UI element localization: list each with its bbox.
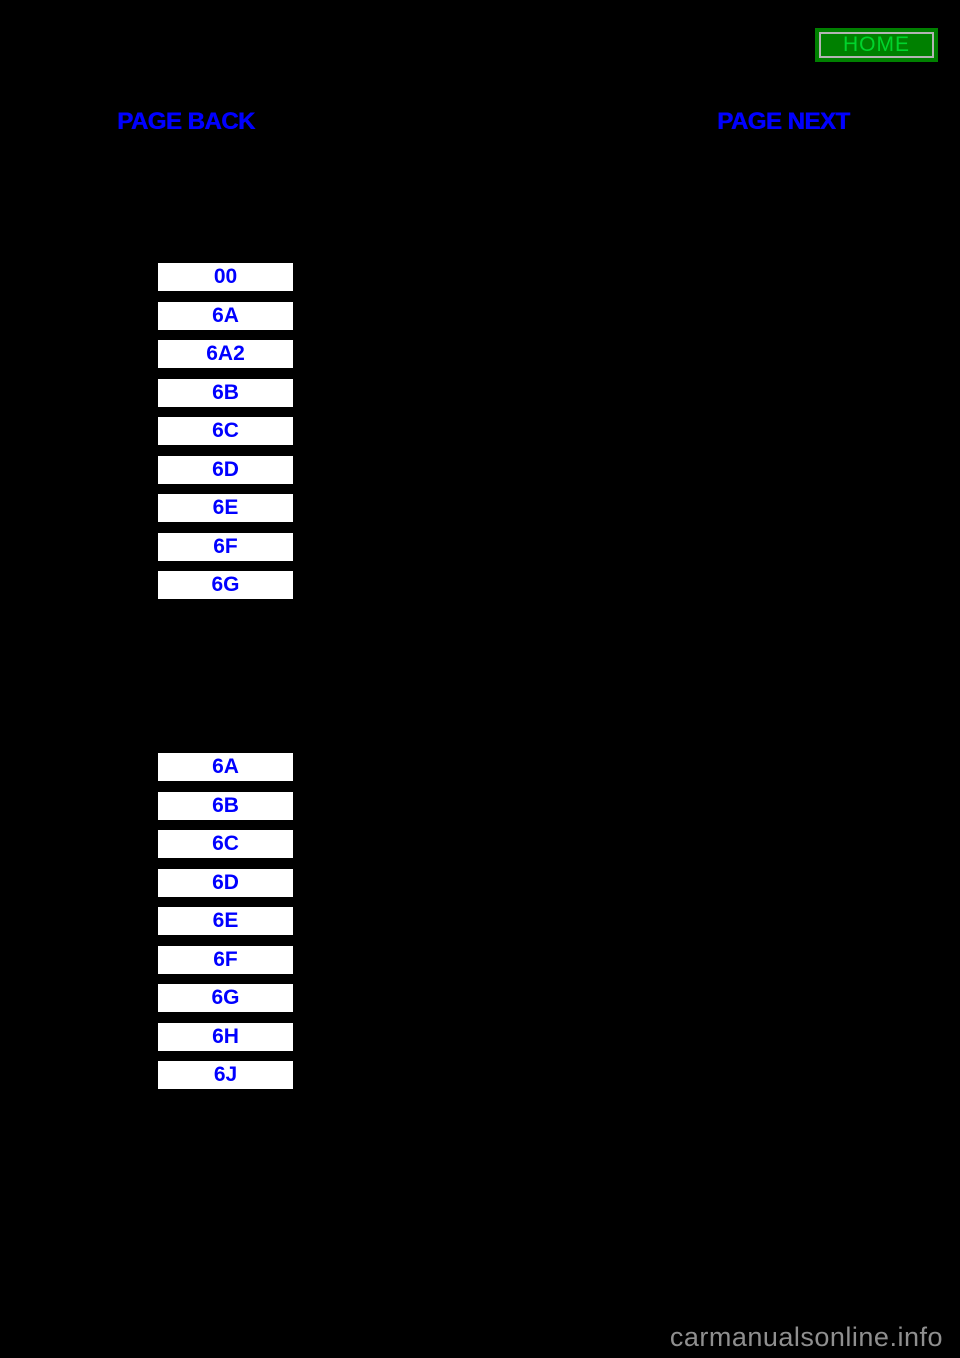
section-button-6d[interactable]: 6D <box>158 868 293 897</box>
section-button-6j[interactable]: 6J <box>158 1061 293 1089</box>
section-button-6f[interactable]: 6F <box>158 532 293 561</box>
section-button-label: 6G <box>211 986 240 1009</box>
section-button-6f[interactable]: 6F <box>158 945 293 974</box>
section-button-6c[interactable]: 6C <box>158 830 293 858</box>
section-button-6e[interactable]: 6E <box>158 494 293 522</box>
section-button-label: 6D <box>212 457 239 481</box>
home-button[interactable]: HOME <box>815 28 938 62</box>
section-group-1: 00 6A 6A2 6B 6C 6D 6E 6F 6G <box>158 263 293 599</box>
section-button-label: 6H <box>212 1024 239 1048</box>
home-button-label: HOME <box>843 33 910 56</box>
section-button-label: 6E <box>212 496 239 519</box>
section-button-label: 6D <box>212 870 239 894</box>
section-button-6b[interactable]: 6B <box>158 378 293 407</box>
section-button-label: 6A2 <box>206 342 245 365</box>
section-button-6a[interactable]: 6A <box>158 301 293 330</box>
section-button-6h[interactable]: 6H <box>158 1022 293 1051</box>
section-group-2: 6A 6B 6C 6D 6E 6F 6G 6H 6J <box>158 753 293 1089</box>
section-button-6e[interactable]: 6E <box>158 907 293 935</box>
section-button-6b[interactable]: 6B <box>158 791 293 820</box>
section-button-6a[interactable]: 6A <box>158 753 293 781</box>
watermark-text: carmanualsonline.info <box>669 1322 943 1352</box>
section-button-label: 6E <box>212 909 239 932</box>
section-button-label: 6G <box>211 573 240 596</box>
section-button-label: 00 <box>213 265 238 288</box>
section-button-label: 6A <box>212 755 239 778</box>
page-next-link[interactable]: PAGE NEXT <box>717 108 850 135</box>
section-button-label: 6J <box>213 1063 238 1086</box>
section-button-label: 6B <box>212 793 239 817</box>
section-button-6g[interactable]: 6G <box>158 571 293 599</box>
section-button-6a2[interactable]: 6A2 <box>158 340 293 368</box>
home-button-frame: HOME <box>819 32 934 58</box>
section-button-6c[interactable]: 6C <box>158 417 293 445</box>
section-button-label: 6B <box>212 380 239 404</box>
page-back-link[interactable]: PAGE BACK <box>117 108 255 135</box>
section-button-label: 6C <box>212 419 239 442</box>
section-button-6d[interactable]: 6D <box>158 455 293 484</box>
section-button-label: 6F <box>213 947 238 971</box>
section-button-label: 6F <box>213 534 238 558</box>
section-button-label: 6C <box>212 832 239 855</box>
section-button-00[interactable]: 00 <box>158 263 293 291</box>
section-button-label: 6A <box>212 303 239 327</box>
section-button-6g[interactable]: 6G <box>158 984 293 1012</box>
